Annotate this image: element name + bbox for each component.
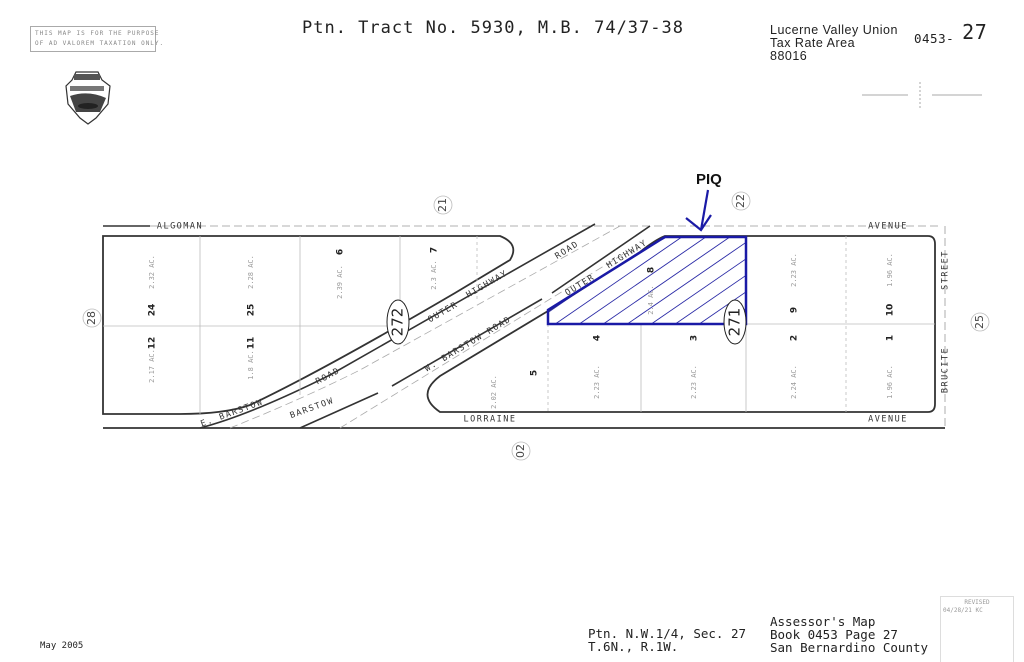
hatch-line [651,237,746,324]
parcel-acreage: 2.39 AC. [336,265,344,299]
parcel-acreage: 2.32 AC. [148,255,156,289]
hatch-line [723,237,746,324]
section-circle [731,191,751,211]
map-date: May 2005 [40,641,84,651]
assessor-line-1: Assessor's Map [770,614,876,629]
parcel-number: 9 [790,307,800,313]
parcel-number: 1 [886,335,896,341]
parcel-number: 8 [647,267,657,273]
parcel-number: 5 [530,370,540,376]
adjacent-section: 28 [85,311,98,325]
page-ref-271: 271 [726,308,744,337]
section-circle [433,195,453,215]
road-label-road-mid: ROAD [553,239,581,262]
page-ref-oval [723,299,747,345]
section-line-2: T.6N., R.1W. [588,639,679,654]
parcel-number: 11 [247,337,257,350]
tra-line-1: Lucerne Valley Union [770,23,898,37]
road-label-avenue-top: AVENUE [868,222,908,232]
parcel-number: 25 [247,304,257,317]
section-circle [82,308,102,328]
tra-code: 88016 [770,49,808,63]
piq-arrow-icon [685,189,712,232]
road-label-algoman: ALGOMAN [157,222,203,232]
parcel-number: 10 [886,304,896,317]
hatch-line [555,237,717,324]
page-ref-272: 272 [389,308,407,337]
adjacent-section: 22 [734,194,747,208]
parcel-number: 2 [790,335,800,341]
county-seal-icon [65,71,111,125]
parcel-acreage: 1.96 AC. [886,253,894,287]
assessor-line-2: Book 0453 Page 27 [770,627,898,642]
parcel-acreage: 2.02 AC. [490,375,498,409]
parcel-number: 6 [336,249,346,255]
road-label-lorraine: LORRAINE [464,415,517,425]
road-label-outer-left: OUTER [426,300,460,325]
book-prefix: 0453- [914,31,955,46]
scale-bar [862,82,982,108]
parcel-number: 24 [148,304,158,317]
road-label-brucite: BRUCITE [941,347,951,393]
parcel-number: 12 [148,337,158,350]
assessor-line-3: San Bernardino County [770,640,929,655]
parcel-acreage: 2.23 AC. [593,365,601,399]
book-number: 0453- 27 [914,20,987,48]
hatch-line [603,237,746,324]
map-title: Ptn. Tract No. 5930, M.B. 74/37-38 [302,18,684,38]
parcel-acreage: 1.96 AC. [886,365,894,399]
road-label-road-lower: ROAD [314,366,342,387]
disclaimer-line-1: THIS MAP IS FOR THE PURPOSE [35,30,160,37]
hatch-line [796,230,956,340]
parcel-number: 7 [430,247,440,253]
road-label-w-barstow-road: W. BARSTOW ROAD [423,315,513,375]
adjacent-section: 21 [436,198,449,212]
section-line-1: Ptn. N.W.1/4, Sec. 27 [588,626,747,641]
parcel-acreage: 2.28 AC. [247,255,255,289]
hatch-line [675,237,746,324]
hatch-line [820,230,980,340]
parcel-acreage: 1.8 AC. [247,350,255,380]
adjacent-section: 25 [973,315,986,329]
revised-date: 04/28/21 KC [943,607,983,614]
parcel-acreage: 2.4 AC. [647,285,655,315]
tra-line-2: Tax Rate Area [770,36,856,50]
parcel-acreage: 2.23 AC. [690,365,698,399]
hatch-line [548,237,693,324]
page-ref-oval [386,299,410,345]
road-label-avenue-bottom: AVENUE [868,415,908,425]
section-circle [970,312,990,332]
piq-label: PIQ [696,171,722,188]
book-page: 27 [962,20,988,44]
hatch-line [627,237,746,324]
parcel-acreage: 2.17 AC. [148,349,156,383]
parcel-acreage: 2.3 AC. [430,260,438,290]
road-lines [102,223,946,429]
parcel-number: 4 [593,335,603,341]
hatch-line [579,237,741,324]
adjacent-section: 02 [514,444,527,458]
road-label-outer-right: OUTER [564,272,597,298]
section-circle [511,441,531,461]
road-label-highway-right: HIGHWAY [605,238,650,271]
revised-label: REVISED [964,599,990,606]
parcel-acreage: 2.24 AC. [790,365,798,399]
hatch-line [748,230,908,340]
road-label-barstow: BARSTOW [289,396,336,421]
road-label-street: STREET [941,250,951,290]
parcel-acreage: 2.23 AC. [790,253,798,287]
parcel-number: 3 [690,335,700,341]
